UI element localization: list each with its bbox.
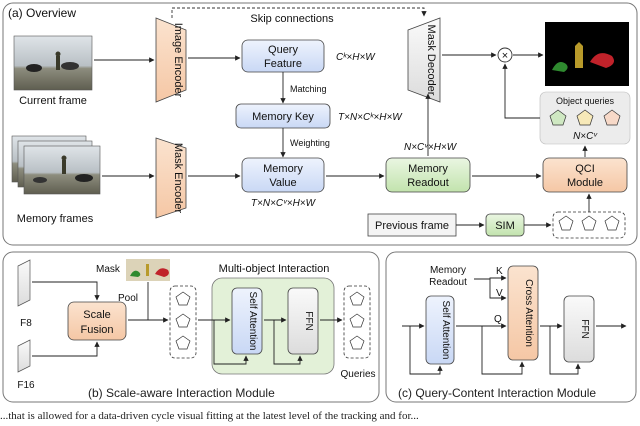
output-mask-image	[545, 22, 629, 86]
sim-arrows	[32, 281, 343, 365]
memory-key-label: Memory Key	[252, 111, 314, 123]
figure-caption-fragment: ...that is allowed for a data-driven cyc…	[0, 410, 419, 422]
sim-input-pentagon-2	[175, 313, 191, 328]
scale-fusion-label-1: Scale	[83, 309, 111, 321]
object-query-pentagon-3	[603, 109, 621, 126]
qci-arrows	[402, 275, 627, 375]
qci-self-attention-label: Self Attention	[440, 301, 451, 360]
q-label: Q	[494, 314, 502, 325]
qci-label-1: QCI	[575, 163, 595, 175]
sim-ffn-label: FFN	[303, 311, 314, 330]
object-query-pentagon-2	[576, 109, 594, 126]
overview-title: (a) Overview	[8, 6, 76, 20]
scale-aware-title: (b) Scale-aware Interaction Module	[88, 386, 275, 400]
qci-ffn-label: FFN	[579, 319, 590, 338]
sim-input-pentagon-3	[175, 335, 191, 350]
image-encoder-label: Image Encoder	[172, 23, 184, 98]
qci-title: (c) Query-Content Interaction Module	[398, 386, 597, 400]
scale-fusion-block	[67, 301, 127, 341]
query-pentagon-a	[558, 215, 574, 231]
sim-label: SIM	[495, 220, 515, 232]
pool-label: Pool	[118, 293, 138, 304]
object-query-pentagon-1	[549, 109, 567, 126]
image-encoder-block	[155, 17, 187, 103]
multiply-symbol: ×	[502, 50, 508, 62]
memory-frames-image	[11, 135, 101, 195]
qci-ffn-block	[563, 295, 595, 363]
memory-frames-label: Memory frames	[17, 213, 94, 225]
query-feature-label-1: Query	[268, 44, 298, 56]
sim-output-pentagon-2	[349, 313, 365, 328]
multiply-node	[497, 47, 513, 63]
memory-value-label-2: Value	[269, 177, 296, 189]
memory-value-label-1: Memory	[263, 163, 303, 175]
qci-module-block	[542, 157, 628, 193]
memory-readout-label-2: Readout	[407, 177, 449, 189]
sim-input-queries-group	[169, 285, 197, 359]
current-frame-image	[13, 35, 93, 91]
cross-attention-label: Cross Attention	[523, 279, 534, 347]
sim-output-pentagon-3	[349, 335, 365, 350]
queries-label: Queries	[340, 369, 375, 380]
k-label: K	[496, 266, 503, 277]
memory-readout-block	[385, 157, 471, 193]
sim-output-queries-group	[343, 285, 371, 359]
sim-self-attention-label: Self Attention	[247, 292, 258, 351]
mask-label: Mask	[96, 264, 121, 275]
qci-label-2: Module	[567, 177, 603, 189]
query-dims: Cᵏ×H×W	[336, 52, 376, 63]
multi-object-interaction-label: Multi-object Interaction	[219, 263, 330, 275]
sim-output-pentagon-1	[349, 291, 365, 306]
qci-memory-readout-label-1: Memory	[430, 265, 466, 276]
matching-label: Matching	[290, 84, 327, 94]
memory-value-block	[241, 157, 325, 193]
sim-ffn-block	[287, 287, 319, 355]
query-feature-label-2: Feature	[264, 58, 302, 70]
sim-self-attention-block	[231, 287, 263, 355]
skip-connection-line	[171, 7, 427, 18]
qci-self-attention-block	[425, 295, 455, 365]
f8-label: F8	[20, 318, 32, 329]
sim-input-pentagon-1	[175, 291, 191, 306]
f8-feature-map	[17, 259, 31, 307]
query-pentagon-c	[604, 215, 620, 231]
scale-fusion-label-2: Fusion	[80, 324, 113, 336]
weighting-label: Weighting	[290, 138, 330, 148]
overview-arrows	[94, 52, 592, 228]
key-dims: T×N×Cᵏ×H×W	[338, 112, 403, 123]
mask-thumbnail	[126, 259, 170, 281]
mask-encoder-block	[155, 137, 187, 219]
mask-decoder-block	[407, 17, 441, 103]
mask-encoder-label: Mask Encoder	[172, 143, 184, 214]
mask-decoder-label: Mask Decoder	[425, 25, 437, 96]
qci-memory-readout-label-2: Readout	[429, 277, 467, 288]
v-label: V	[496, 288, 503, 299]
value-dims: T×N×Cᵛ×H×W	[251, 198, 317, 209]
f16-feature-map	[17, 339, 31, 373]
f16-label: F16	[17, 380, 35, 391]
previous-frame-label: Previous frame	[375, 220, 449, 232]
oq-dims: N×Cᵛ	[573, 131, 598, 142]
memory-readout-label-1: Memory	[408, 163, 448, 175]
cross-attention-block	[507, 265, 539, 361]
current-frame-label: Current frame	[19, 95, 87, 107]
readout-dims: N×Cᵛ×H×W	[404, 142, 458, 153]
skip-connections-label: Skip connections	[250, 13, 334, 25]
object-queries-label: Object queries	[556, 96, 615, 106]
query-pentagon-b	[581, 215, 597, 231]
